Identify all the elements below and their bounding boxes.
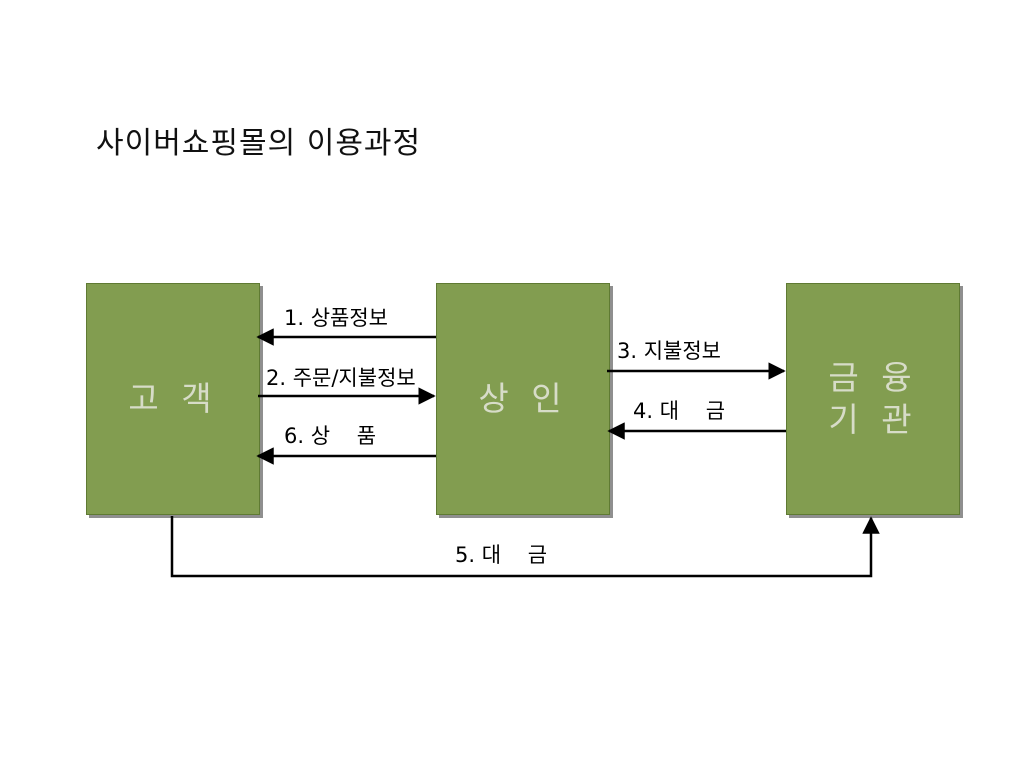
merchant-box: 상 인 bbox=[436, 283, 610, 515]
edge-label-payment-to-merchant: 4. 대 금 bbox=[633, 399, 726, 423]
page-title: 사이버쇼핑몰의 이용과정 bbox=[96, 126, 422, 161]
customer-box: 고 객 bbox=[86, 283, 260, 515]
bank-label: 금 융 기 관 bbox=[828, 358, 918, 439]
arrow-payment-to-bank bbox=[170, 516, 880, 578]
edge-label-order-payment-info: 2. 주문/지불정보 bbox=[266, 366, 416, 390]
edge-label-goods: 6. 상 품 bbox=[284, 424, 377, 448]
edge-label-payment-to-bank: 5. 대 금 bbox=[455, 543, 548, 567]
bank-box: 금 융 기 관 bbox=[786, 283, 960, 515]
edge-label-product-info: 1. 상품정보 bbox=[284, 306, 388, 330]
edge-label-payment-info: 3. 지불정보 bbox=[617, 339, 721, 363]
customer-label: 고 객 bbox=[128, 379, 218, 418]
merchant-label: 상 인 bbox=[478, 379, 568, 418]
